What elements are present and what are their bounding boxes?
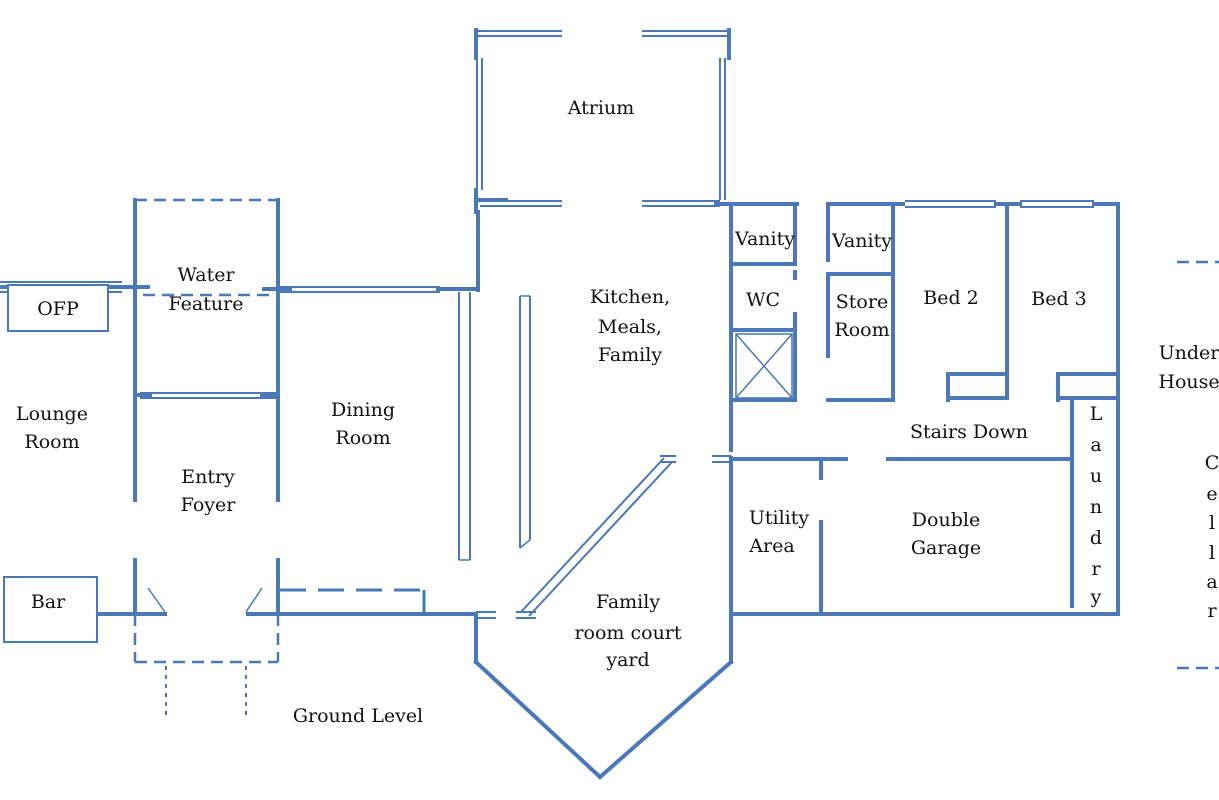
double-garage-label: Garage	[911, 537, 981, 559]
family-courtyard-label: room court	[574, 622, 681, 644]
bed-2-label: Bed 2	[923, 287, 979, 309]
store-room-label: Store	[836, 291, 888, 313]
outside-boxes	[3, 284, 109, 643]
utility-area-label: Area	[748, 535, 794, 557]
lounge-room-label: Room	[24, 431, 79, 453]
family-courtyard-label: yard	[605, 649, 649, 671]
dashed-outlines	[133, 198, 1219, 718]
vanity-label: Vanity	[734, 228, 795, 250]
cellar-label: l	[1209, 512, 1215, 534]
water-feature-label: Feature	[169, 293, 244, 315]
laundry-label: n	[1090, 496, 1102, 518]
kitchen-label: Meals,	[598, 316, 662, 338]
under-house-label: House	[1158, 371, 1219, 393]
atrium-walls	[474, 28, 731, 214]
kitchen-label: Family	[598, 344, 662, 366]
bar-label: Bar	[31, 591, 66, 613]
bedroom-wing-walls	[729, 200, 1120, 616]
water-feature-label: Water	[177, 264, 235, 286]
cellar-label: e	[1206, 483, 1217, 505]
dining-room-label: Room	[335, 427, 390, 449]
dining-room-label: Dining	[331, 399, 395, 421]
laundry-label: L	[1090, 403, 1103, 425]
bed-3-label: Bed 3	[1031, 288, 1087, 310]
ground-level-label: Ground Level	[293, 705, 423, 727]
store-room-label: Room	[834, 319, 889, 341]
double-garage-label: Double	[912, 509, 980, 531]
laundry-label: d	[1090, 527, 1102, 549]
ofp-label: OFP	[37, 298, 79, 320]
wc-label: WC	[746, 289, 780, 311]
atrium-label: Atrium	[567, 97, 634, 119]
cellar-label: C	[1205, 452, 1219, 474]
entry-foyer-label: Entry	[181, 466, 235, 488]
laundry-label: r	[1091, 558, 1101, 580]
vanity-label: Vanity	[831, 230, 892, 252]
family-courtyard-label: Family	[596, 591, 660, 613]
utility-area-label: Utility	[749, 507, 810, 529]
stairs-down-label: Stairs Down	[910, 421, 1028, 443]
entry-foyer-label: Foyer	[181, 494, 237, 516]
laundry-label: u	[1090, 465, 1102, 487]
cellar-label: a	[1206, 571, 1217, 593]
laundry-label: y	[1090, 586, 1102, 608]
laundry-label: a	[1090, 434, 1101, 456]
cellar-label: r	[1207, 600, 1217, 622]
lounge-room-label: Lounge	[16, 403, 88, 425]
cellar-label: l	[1209, 542, 1215, 564]
room-labels: Atrium OFP Water Feature Lounge Room Ent…	[16, 97, 1219, 727]
kitchen-walls	[436, 202, 799, 780]
kitchen-label: Kitchen,	[590, 286, 670, 308]
under-house-label: Under	[1159, 342, 1219, 364]
